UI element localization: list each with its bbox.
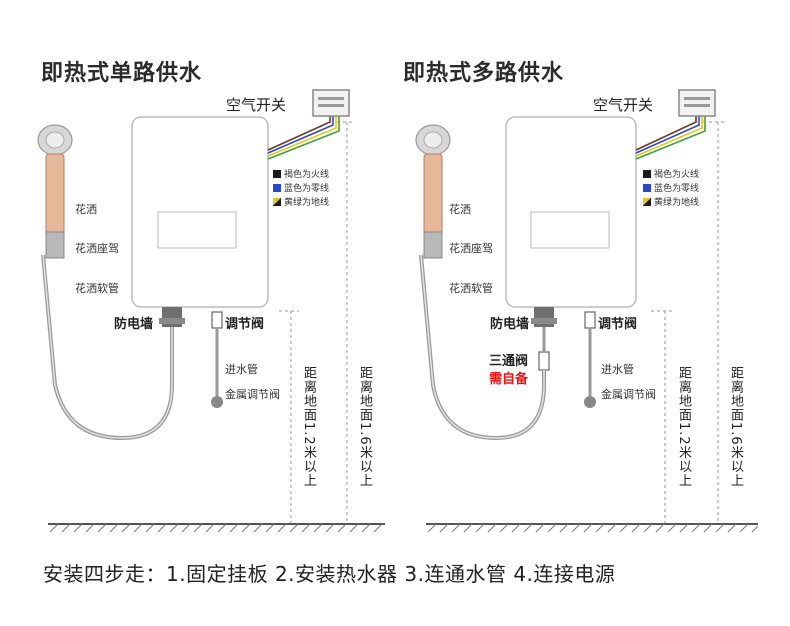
shower-seat-label: 花洒座驾 [449, 242, 493, 255]
shower-seat-fitting [423, 231, 443, 259]
distance-16-label: 距离地面1.6米以上 [728, 366, 743, 488]
adjust-valve [211, 311, 223, 329]
shower-hose-label: 花洒软管 [449, 282, 493, 295]
legend-brown: 褐色为火线 [643, 167, 699, 180]
distance-lines [651, 121, 726, 524]
air-switch-box [678, 89, 716, 117]
multi-supply-panel: 即热式多路供水 空气开关 褐色为火线 蓝色为零线 黄绿为地线 花洒 花洒座驾 花… [393, 0, 773, 545]
self-prepare-label: 需自备 [489, 372, 529, 387]
distance-12-label: 距离地面1.2米以上 [676, 366, 691, 488]
single-supply-panel: 即热式单路供水 空气开关 褐色为火线 蓝色为零线 黄绿为地线 花洒 花洒座驾 花… [15, 0, 395, 545]
ground-hatch [49, 523, 383, 533]
single-supply-diagram [37, 89, 385, 533]
three-way-valve-label: 三通阀 [489, 354, 529, 369]
distance-16-label: 距离地面1.6米以上 [357, 366, 372, 488]
adjust-valve-label: 调节阀 [598, 317, 638, 332]
metal-valve [211, 396, 223, 408]
legend-brown: 褐色为火线 [273, 167, 329, 180]
inlet-pipe-label: 进水管 [601, 363, 634, 376]
heater-display [530, 211, 610, 249]
yellow-green-swatch-icon [273, 197, 281, 206]
ground-hatch [427, 523, 759, 533]
distance-lines [279, 121, 355, 524]
installation-steps: 安装四步走：1.固定挂板 2.安装热水器 3.连通水管 4.连接电源 [43, 562, 616, 586]
air-switch-label: 空气开关 [593, 96, 654, 114]
panel-title: 即热式单路供水 [41, 61, 203, 86]
air-switch-box [312, 89, 350, 117]
shower-seat-label: 花洒座驾 [75, 242, 119, 255]
legend-blue: 蓝色为零线 [643, 181, 699, 194]
air-switch-label: 空气开关 [226, 96, 287, 114]
legend-blue: 蓝色为零线 [273, 181, 329, 194]
shower-hose-label: 花洒软管 [75, 282, 119, 295]
shower-head-label: 花洒 [75, 203, 97, 216]
brown-swatch-icon [273, 169, 281, 178]
metal-valve [584, 396, 596, 408]
shower-handle [45, 153, 65, 235]
legend-yellow-green: 黄绿为地线 [643, 195, 699, 208]
metal-valve-label: 金属调节阀 [225, 388, 280, 401]
shower-handle [423, 153, 443, 235]
panel-title: 即热式多路供水 [403, 61, 565, 86]
adjust-valve-label: 调节阀 [225, 317, 265, 332]
power-wires [267, 113, 340, 160]
blue-swatch-icon [273, 183, 281, 192]
shower-head-label: 花洒 [449, 203, 471, 216]
anti-shock-label: 防电墙 [114, 317, 154, 332]
adjust-valve [584, 311, 596, 329]
legend-yellow-green: 黄绿为地线 [273, 195, 329, 208]
yellow-green-swatch-icon [643, 197, 651, 206]
metal-valve-label: 金属调节阀 [601, 388, 656, 401]
three-way-valve [538, 351, 550, 371]
anti-shock-label: 防电墙 [490, 317, 530, 332]
brown-swatch-icon [643, 169, 651, 178]
inlet-pipe-label: 进水管 [225, 363, 258, 376]
power-wires [635, 113, 706, 160]
blue-swatch-icon [643, 183, 651, 192]
shower-seat-fitting [45, 231, 65, 259]
heater-display [157, 211, 237, 249]
distance-12-label: 距离地面1.2米以上 [301, 366, 316, 488]
multi-supply-diagram [415, 89, 759, 533]
